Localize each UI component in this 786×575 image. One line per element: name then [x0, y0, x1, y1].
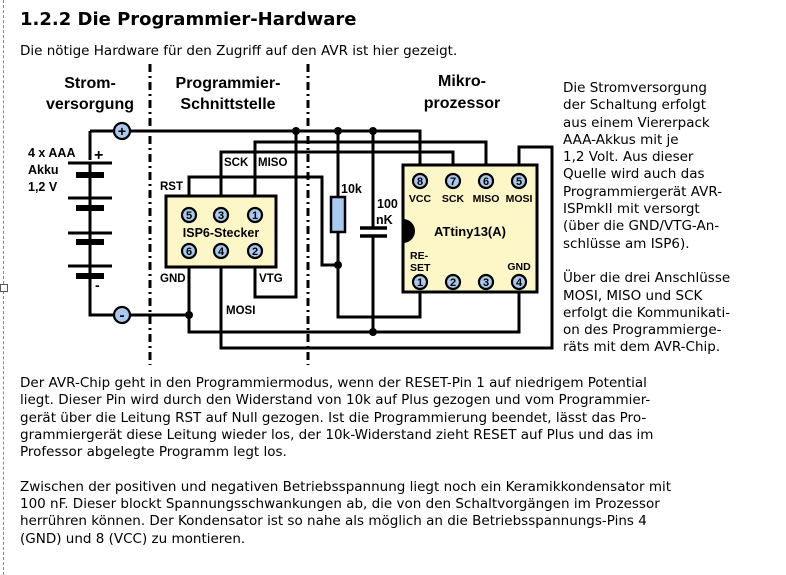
text-line: der Schaltung erfolgt [563, 97, 707, 114]
svg-text:4: 4 [516, 277, 523, 289]
text-line: Professor abgelegte Programm legt los. [20, 444, 287, 461]
text-line: MOSI, MISO und SCK [563, 287, 703, 304]
isp-pin: 6 [180, 242, 198, 260]
section-label-interface: Programmier- [176, 75, 281, 92]
isp6-title: ISP6-Stecker [183, 226, 260, 240]
text-line: liegt. Dieser Pin wird durch den Widerst… [20, 392, 651, 409]
text-line: (über die GND/VTG-An- [563, 218, 720, 235]
section-label-power: versorgung [46, 96, 134, 113]
chip-pin-label: VCC [409, 193, 432, 205]
signal-label-sck: SCK [224, 157, 249, 169]
battery-label: 1,2 V [28, 180, 58, 194]
text-line: Der AVR-Chip geht in den Programmiermodu… [20, 375, 647, 391]
battery-label: 4 x AAA [28, 146, 75, 160]
svg-text:-: - [120, 307, 125, 324]
chip-pin: 2 [444, 273, 462, 291]
text-line: aus einem Viererpack [563, 114, 710, 131]
section-heading: 1.2.2 Die Programmier-Hardware [20, 9, 357, 30]
text-line: (GND) und 8 (VCC) zu montieren. [20, 530, 246, 547]
isp-pin: 4 [212, 242, 230, 260]
isp-pin: 2 [246, 242, 264, 260]
text-line: räts mit dem AVR-Chip. [563, 339, 721, 356]
section-label-interface: Schnittstelle [180, 96, 275, 113]
svg-text:1: 1 [417, 277, 423, 289]
body-text: Der AVR-Chip geht in den Programmiermodu… [20, 375, 671, 548]
capacitor-label: nK [376, 213, 393, 227]
svg-text:7: 7 [450, 176, 456, 188]
svg-text:3: 3 [483, 277, 489, 289]
text-line: erfolgt die Kommunikati- [563, 304, 731, 321]
battery-plus-sign: + [94, 147, 103, 164]
section-label-power: Strom- [64, 75, 116, 92]
chip-reset-label: RE- [410, 250, 429, 262]
battery-minus-sign: - [95, 277, 100, 293]
chip-pin-label: SCK [442, 193, 465, 205]
svg-text:8: 8 [417, 176, 423, 188]
signal-label-mosi: MOSI [226, 305, 255, 317]
capacitor-label: 100 [377, 197, 398, 211]
isp-pin: 1 [246, 206, 264, 224]
chip-pin: 8 [411, 172, 429, 190]
svg-text:2: 2 [450, 277, 456, 289]
text-line: Programmiergerät AVR- [563, 183, 723, 200]
chip-pin: 5 [510, 172, 528, 190]
battery-label: Akku [28, 163, 59, 177]
minus-rail-icon: - [112, 305, 132, 325]
svg-text:5: 5 [186, 210, 192, 222]
chip-pin: 4 [510, 273, 528, 291]
text-line: herrühren können. Der Kondensator ist so… [20, 513, 647, 530]
intro-text: Die nötige Hardware für den Zugriff auf … [20, 43, 458, 59]
text-line: Über die drei Anschlüsse [563, 270, 731, 287]
chip-pin: 7 [444, 172, 462, 190]
chip-gnd-label: GND [507, 261, 531, 273]
svg-text:+: + [118, 123, 126, 139]
resistor-label: 10k [341, 182, 362, 196]
chip-reset-label: SET [410, 262, 431, 274]
text-line: grammiergerät diese Leitung wieder los, … [20, 426, 654, 443]
chip-pin: 3 [477, 273, 495, 291]
svg-text:2: 2 [252, 246, 258, 258]
chip-pin: 6 [477, 172, 495, 190]
resize-handle[interactable] [0, 284, 8, 292]
text-line: Quelle wird auch das [563, 166, 705, 183]
text-line: schlüsse am ISP6). [563, 235, 690, 252]
chip-pin-label: MISO [473, 193, 500, 205]
chip-title: ATtiny13(A) [434, 224, 506, 239]
section-label-mcu: Mikro- [438, 73, 486, 90]
battery-symbol [68, 160, 112, 279]
text-line: ISPmkII mit versorgt [563, 201, 700, 218]
svg-text:5: 5 [516, 176, 522, 188]
text-line: 1,2 Volt. Aus dieser [563, 149, 694, 166]
svg-text:6: 6 [186, 246, 192, 258]
svg-text:6: 6 [483, 176, 489, 188]
junction-dots [185, 127, 377, 336]
side-description: Die Stromversorgung der Schaltung erfolg… [563, 80, 730, 357]
resistor-10k [329, 195, 347, 234]
section-label-mcu: prozessor [424, 95, 500, 112]
plus-rail-icon: + [112, 121, 132, 141]
signal-label-miso: MISO [258, 157, 287, 169]
text-line: AAA-Akkus mit je [563, 131, 679, 148]
signal-label-gnd: GND [160, 273, 186, 285]
text-line: Zwischen der positiven und negativen Bet… [20, 478, 672, 495]
svg-text:1: 1 [252, 210, 258, 222]
signal-label-vtg: VTG [259, 273, 283, 285]
svg-text:4: 4 [218, 246, 225, 258]
text-line: Die Stromversorgung [563, 80, 707, 96]
text-line: gerät über die Leitung RST auf Null gezo… [20, 409, 647, 426]
isp-pin: 5 [180, 206, 198, 224]
text-line: 100 nF. Dieser blockt Spannungsschwankun… [20, 496, 660, 513]
chip-pin: 1 [411, 273, 429, 291]
isp-pin: 3 [212, 206, 230, 224]
chip-notch [403, 219, 415, 243]
text-line: on des Programmierge- [563, 322, 722, 339]
chip-pin-label: MOSI [506, 193, 533, 205]
svg-text:3: 3 [218, 210, 224, 222]
signal-label-rst: RST [160, 181, 183, 193]
